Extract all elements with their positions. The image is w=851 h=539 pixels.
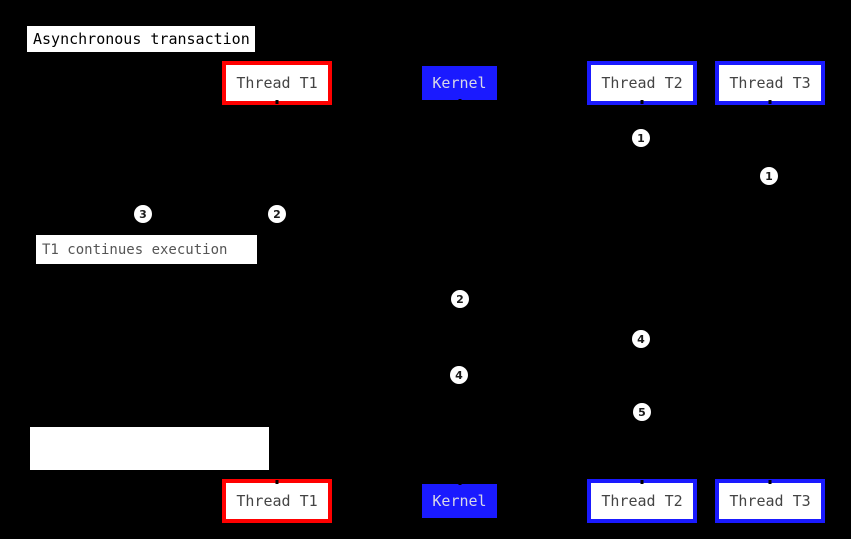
note-text: T1 continues execution — [42, 241, 228, 258]
lifeline-stub-icon — [275, 100, 279, 104]
lifeline-stub-icon — [275, 480, 279, 484]
lifeline-stub-icon — [640, 100, 644, 104]
participant-label: Thread T1 — [236, 491, 318, 510]
step-marker-4: 4 — [450, 366, 468, 384]
participant-thread-t3-bottom[interactable]: Thread T3 — [715, 479, 825, 523]
lifeline-stub-icon — [458, 481, 461, 485]
participant-thread-t2-bottom[interactable]: Thread T2 — [587, 479, 697, 523]
step-marker-1: 1 — [760, 167, 778, 185]
participant-label: Kernel — [432, 73, 487, 92]
participant-label: Thread T2 — [601, 491, 683, 510]
lifeline-stub-icon — [640, 480, 644, 484]
step-marker-5: 5 — [633, 403, 651, 421]
participant-thread-t1-bottom[interactable]: Thread T1 — [222, 479, 332, 523]
participant-kernel-top[interactable]: Kernel — [422, 66, 497, 103]
step-marker-4: 4 — [632, 330, 650, 348]
note-empty — [30, 427, 269, 470]
participant-label: Kernel — [432, 491, 487, 510]
lifeline-stub-icon — [458, 99, 461, 103]
participant-label: Thread T3 — [729, 73, 811, 92]
participant-label: Thread T1 — [236, 73, 318, 92]
lifeline-stub-icon — [768, 100, 772, 104]
participant-thread-t2-top[interactable]: Thread T2 — [587, 61, 697, 105]
diagram-title: Asynchronous transaction — [27, 26, 255, 52]
participant-thread-t3-top[interactable]: Thread T3 — [715, 61, 825, 105]
lifeline-stub-icon — [768, 480, 772, 484]
step-marker-3: 3 — [134, 205, 152, 223]
step-marker-2: 2 — [451, 290, 469, 308]
participant-label: Thread T2 — [601, 73, 683, 92]
step-marker-2: 2 — [268, 205, 286, 223]
step-marker-1: 1 — [632, 129, 650, 147]
participant-thread-t1-top[interactable]: Thread T1 — [222, 61, 332, 105]
diagram-title-text: Asynchronous transaction — [33, 29, 250, 48]
participant-kernel-bottom[interactable]: Kernel — [422, 481, 497, 518]
note-t1-continues-execution: T1 continues execution — [36, 235, 257, 264]
participant-label: Thread T3 — [729, 491, 811, 510]
